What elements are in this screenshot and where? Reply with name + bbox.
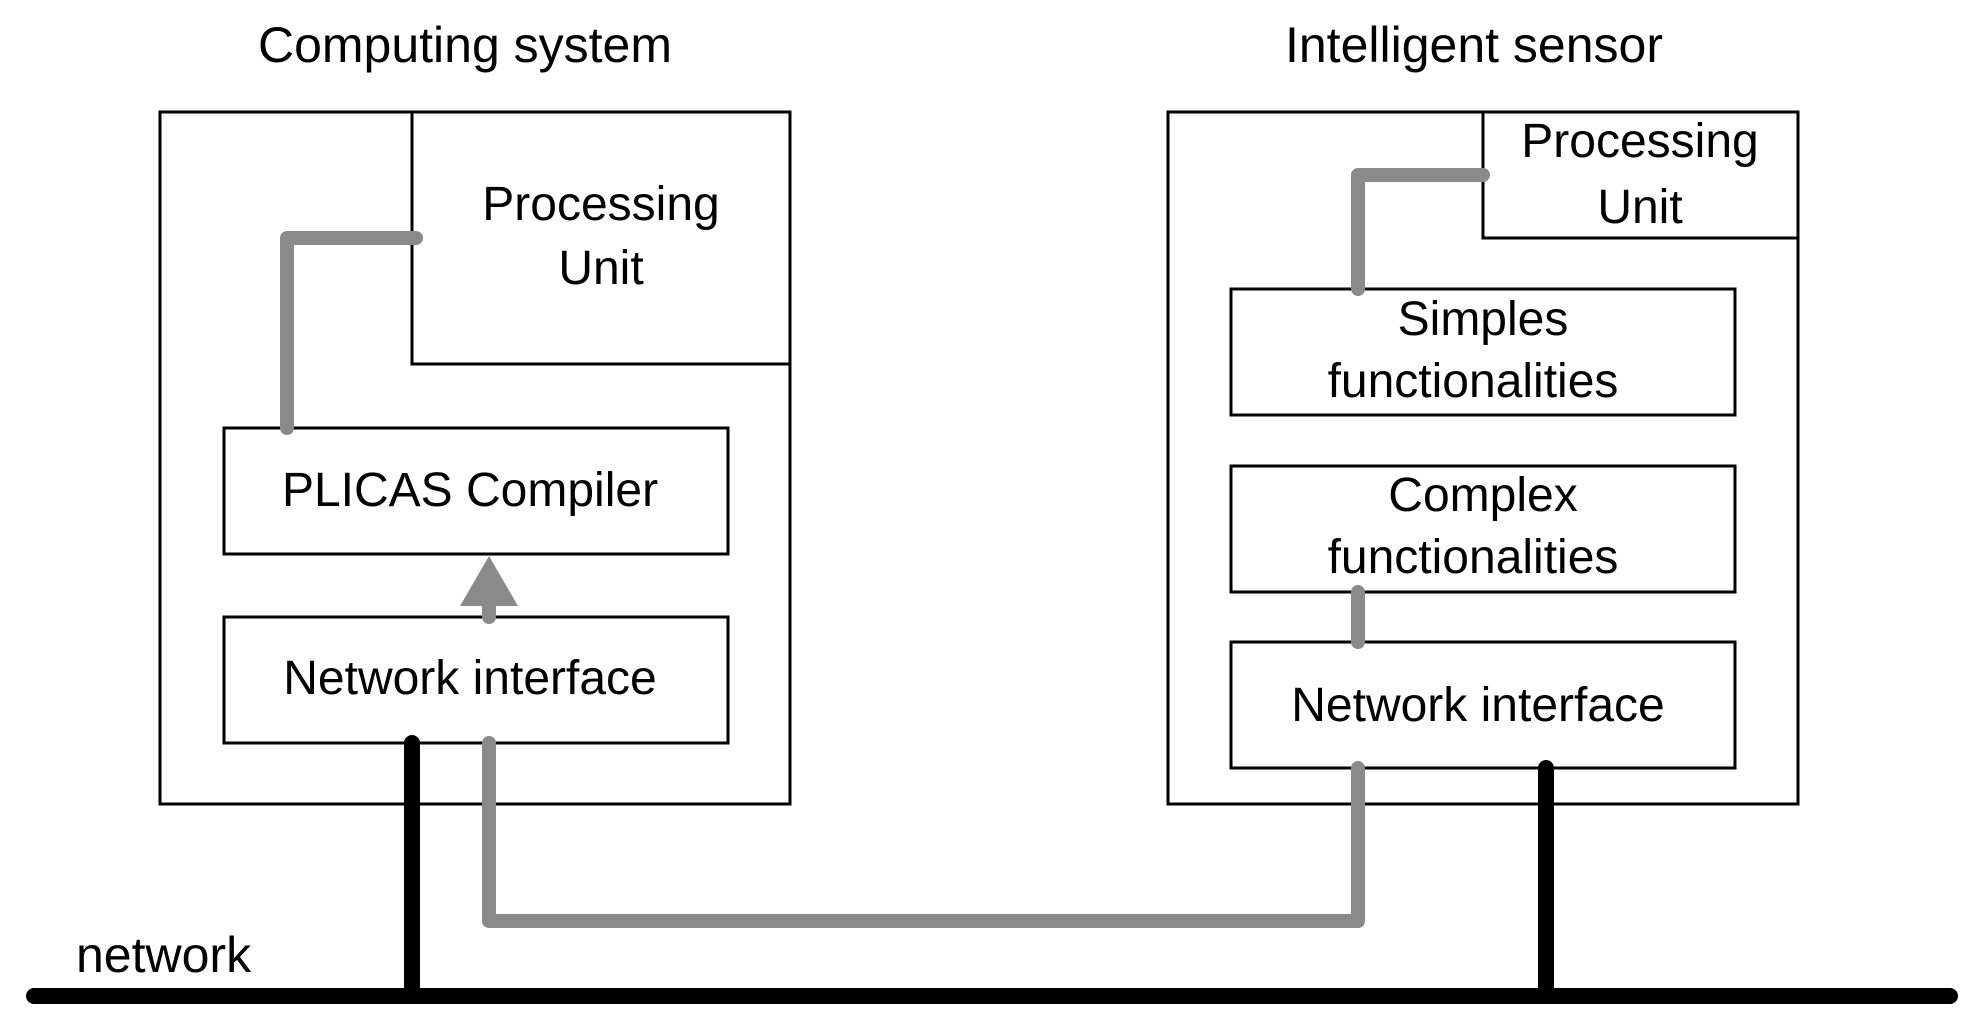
is-processing-unit-box [1481, 112, 1798, 240]
is-processing-to-simple-link [1351, 168, 1490, 296]
interface-to-interface-link [482, 736, 1365, 928]
computing-system: Computing system Processing Unit PLICAS … [158, 17, 792, 806]
complex-functionalities-label-1: Complex [1388, 469, 1577, 522]
cs-processing-unit-label-2: Unit [558, 242, 643, 295]
is-network-interface-box [1229, 640, 1737, 770]
is-processing-unit-label-2: Unit [1597, 181, 1682, 234]
plicas-compiler-label: PLICAS Compiler [282, 464, 658, 517]
intelligent-sensor: Intelligent sensor Processing Unit Simpl… [1166, 17, 1800, 806]
cs-processing-to-compiler-link [280, 231, 423, 435]
cs-network-interface-label: Network interface [283, 652, 656, 705]
complex-functionalities-label-2: functionalities [1328, 531, 1619, 584]
network-label: network [76, 927, 252, 983]
cs-network-interface-box [222, 615, 730, 745]
is-network-interface-label: Network interface [1291, 679, 1664, 732]
plicas-compiler-box [222, 426, 730, 556]
simple-functionalities-box [1229, 287, 1737, 417]
simple-functionalities-label-2: functionalities [1328, 355, 1619, 408]
complex-functionalities-box [1229, 464, 1737, 594]
cs-processing-unit-label-1: Processing [482, 178, 719, 231]
intelligent-sensor-title: Intelligent sensor [1285, 17, 1663, 73]
is-processing-unit-label-1: Processing [1521, 115, 1758, 168]
cs-processing-unit-box [410, 112, 790, 366]
simple-functionalities-label-1: Simples [1398, 293, 1569, 346]
computing-system-title: Computing system [258, 17, 672, 73]
computing-system-frame [158, 110, 792, 806]
up-arrow-icon [460, 556, 518, 606]
data-paths [280, 168, 1490, 928]
network-bus: network [26, 735, 1958, 1004]
